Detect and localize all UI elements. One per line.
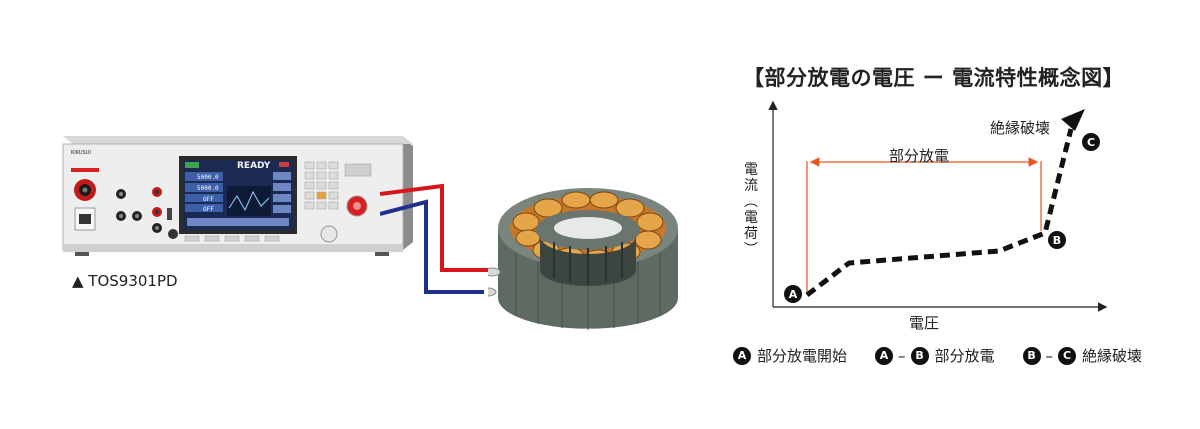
instrument-brand: KIKUSUI: [71, 150, 91, 156]
terminal-connector: [488, 267, 501, 277]
chart-title: 【部分放電の電圧 ー 電流特性概念図】: [743, 66, 1125, 90]
rotary-knob[interactable]: [320, 225, 338, 243]
motor-stator-illustration: [488, 188, 678, 330]
test-leads: [380, 183, 490, 294]
screen-value-1: 5000.0: [197, 174, 219, 181]
red-lead: [380, 183, 490, 272]
keypad[interactable]: [304, 161, 339, 210]
legend-badge-c: C: [1058, 346, 1077, 365]
svg-text:B: B: [1053, 234, 1061, 247]
point-c-badge: C: [1082, 133, 1100, 151]
legend: A 部分放電開始 A – B 部分放電 B – C 絶縁破壊: [733, 345, 1142, 366]
y-axis-label: 電 流 ︵ 電 荷 ︶: [744, 162, 758, 258]
legend-badge-a2: A: [875, 346, 894, 365]
legend-item-3-text: 絶縁破壊: [1082, 347, 1143, 365]
instrument-illustration: KIKUSUI READY 5000.0 5000.0 OFF OFF: [62, 136, 413, 256]
curve-arrowhead: [1061, 109, 1085, 131]
instrument-side: [403, 138, 413, 250]
point-b-badge: B: [1048, 231, 1066, 249]
svg-text:A: A: [789, 288, 798, 301]
screen-value-2: 5000.0: [197, 185, 219, 192]
legend-badge-b: B: [910, 346, 929, 365]
legend-badge-a: A: [733, 346, 751, 365]
screen-status: READY: [237, 161, 271, 171]
vi-curve: [805, 128, 1074, 297]
screen-value-3: OFF: [203, 196, 214, 203]
x-axis-label: 電圧: [909, 314, 940, 332]
blue-lead: [380, 199, 484, 294]
legend-item-1-text: 部分放電開始: [757, 347, 848, 365]
model-label: ▲ TOS9301PD: [72, 272, 178, 290]
breakdown-label: 絶縁破壊: [990, 119, 1051, 137]
point-a-badge: A: [784, 285, 802, 303]
legend-item-2-text: 部分放電: [934, 347, 995, 365]
characteristic-chart: A B C: [768, 100, 1108, 312]
region-label: 部分放電: [889, 147, 950, 165]
screen-value-4: OFF: [203, 206, 214, 213]
power-knob[interactable]: [168, 229, 178, 239]
legend-badge-b2: B: [1022, 346, 1041, 365]
svg-text:C: C: [1087, 136, 1095, 149]
